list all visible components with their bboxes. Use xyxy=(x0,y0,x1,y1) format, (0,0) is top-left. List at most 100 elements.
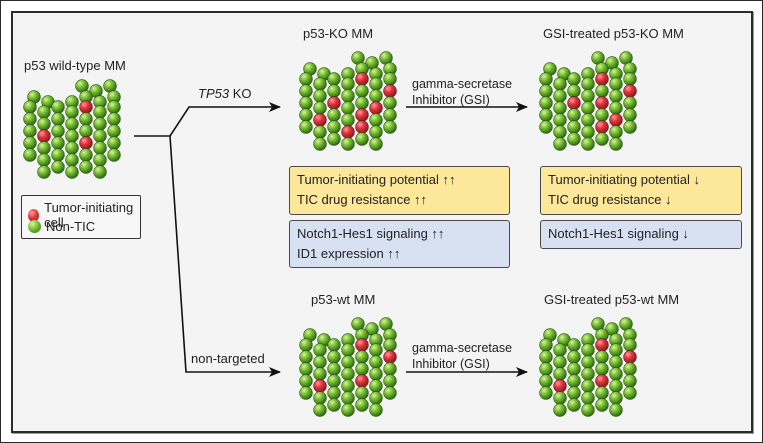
non-tic-cell xyxy=(383,362,397,376)
non-tic-cell xyxy=(553,125,567,139)
branch-arrows xyxy=(134,102,528,377)
non-tic-cell xyxy=(327,84,341,98)
non-tic-cell xyxy=(299,374,313,388)
non-tic-cell xyxy=(79,148,93,162)
non-tic-cell xyxy=(51,160,65,174)
p53-ko-signaling-line: ID1 expression ↑↑ xyxy=(297,246,401,261)
non-tic-cell xyxy=(553,101,567,115)
legend-item-tic: Tumor-initiating cell xyxy=(28,200,140,230)
non-tic-cell xyxy=(355,350,369,364)
non-tic-cell xyxy=(313,355,327,369)
non-tic-cell xyxy=(369,379,383,393)
non-tic-cell xyxy=(313,125,327,139)
gsi-bottom-label: gamma-secretase Inhibitor (GSI) xyxy=(412,340,512,372)
non-tic-cell xyxy=(623,386,637,400)
non-tic-cell xyxy=(609,379,623,393)
gsi-p53-ko-phenotype-line: TIC drug resistance ↓ xyxy=(548,192,672,207)
non-tic-cell xyxy=(79,124,93,138)
non-tic-cell xyxy=(313,367,327,381)
tumor-initiating-cell xyxy=(355,374,369,388)
cell-cluster-gsi-p53-wt xyxy=(539,317,637,417)
non-tic-cell xyxy=(539,386,553,400)
gsi-bottom-label-line1: gamma-secretase xyxy=(412,341,513,355)
non-tic-cell xyxy=(327,362,341,376)
non-tic-cell xyxy=(609,367,623,381)
non-tic-cell xyxy=(539,350,553,364)
non-tic-cell xyxy=(383,96,397,110)
non-tic-cell xyxy=(327,132,341,146)
gsi-top-label-line2: Inhibitor (GSI) xyxy=(412,93,490,107)
non-tic-cell xyxy=(299,350,313,364)
non-tic-cell xyxy=(567,398,581,412)
tumor-initiating-cell xyxy=(327,96,341,110)
non-tic-cell xyxy=(65,153,79,167)
non-tic-cell xyxy=(107,112,121,126)
non-tic-cell xyxy=(107,100,121,114)
non-tic-cell xyxy=(93,129,107,143)
non-tic-cell xyxy=(299,338,313,352)
non-tic-cell xyxy=(539,72,553,86)
non-tic-cell xyxy=(595,132,609,146)
red-cell-icon xyxy=(28,208,40,222)
non-tic-cell xyxy=(65,105,79,119)
non-tic-cell xyxy=(79,160,93,174)
non-tic-cell xyxy=(327,72,341,86)
non-tic-cell xyxy=(341,355,355,369)
non-tic-cell xyxy=(341,101,355,115)
tumor-initiating-cell xyxy=(355,120,369,134)
non-tic-cell xyxy=(23,136,37,150)
non-tic-cell xyxy=(355,386,369,400)
non-tic-cell xyxy=(567,84,581,98)
cell-cluster-gsi-p53-ko xyxy=(539,51,637,151)
non-tic-cell xyxy=(65,141,79,155)
tumor-initiating-cell xyxy=(37,129,51,143)
non-tic-cell xyxy=(93,117,107,131)
non-tic-cell xyxy=(567,72,581,86)
p53-ko-phenotype-line: Tumor-initiating potential ↑↑ xyxy=(297,172,456,187)
non-tic-cell xyxy=(341,403,355,417)
non-tic-cell xyxy=(581,355,595,369)
non-tic-cell xyxy=(355,398,369,412)
non-tic-cell xyxy=(369,125,383,139)
non-tic-cell xyxy=(37,105,51,119)
non-tic-cell xyxy=(341,113,355,127)
tumor-initiating-cell xyxy=(313,379,327,393)
non-tic-cell xyxy=(51,148,65,162)
non-tic-cell xyxy=(355,96,369,110)
non-tic-cell xyxy=(369,77,383,91)
non-tic-cell xyxy=(609,125,623,139)
non-tic-cell xyxy=(355,132,369,146)
non-tic-cell xyxy=(327,398,341,412)
non-tic-cell xyxy=(327,108,341,122)
non-tic-cell xyxy=(623,374,637,388)
non-tic-cell xyxy=(107,136,121,150)
non-tic-cell xyxy=(355,84,369,98)
tumor-initiating-cell xyxy=(595,120,609,134)
non-targeted-label: non-targeted xyxy=(191,351,265,366)
non-tic-cell xyxy=(299,386,313,400)
non-tic-cell xyxy=(595,386,609,400)
legend-item-non-tic: Non-TIC xyxy=(28,219,95,234)
non-tic-cell xyxy=(553,89,567,103)
non-tic-cell xyxy=(313,89,327,103)
non-tic-cell xyxy=(623,362,637,376)
non-tic-cell xyxy=(341,137,355,151)
non-tic-cell xyxy=(341,89,355,103)
non-tic-cell xyxy=(609,101,623,115)
tumor-initiating-cell xyxy=(553,379,567,393)
non-tic-cell xyxy=(93,141,107,155)
non-tic-cell xyxy=(383,386,397,400)
non-tic-cell xyxy=(623,108,637,122)
non-targeted-arrow xyxy=(169,135,281,377)
non-tic-cell xyxy=(341,379,355,393)
non-tic-cell xyxy=(369,113,383,127)
tumor-initiating-cell xyxy=(79,136,93,150)
non-tic-cell xyxy=(341,77,355,91)
non-tic-cell xyxy=(383,108,397,122)
non-tic-cell xyxy=(37,165,51,179)
cell-cluster-p53-ko xyxy=(299,51,397,151)
non-tic-cell xyxy=(609,137,623,151)
non-tic-cell xyxy=(581,379,595,393)
non-tic-cell xyxy=(609,343,623,357)
green-cell-icon xyxy=(28,220,41,233)
